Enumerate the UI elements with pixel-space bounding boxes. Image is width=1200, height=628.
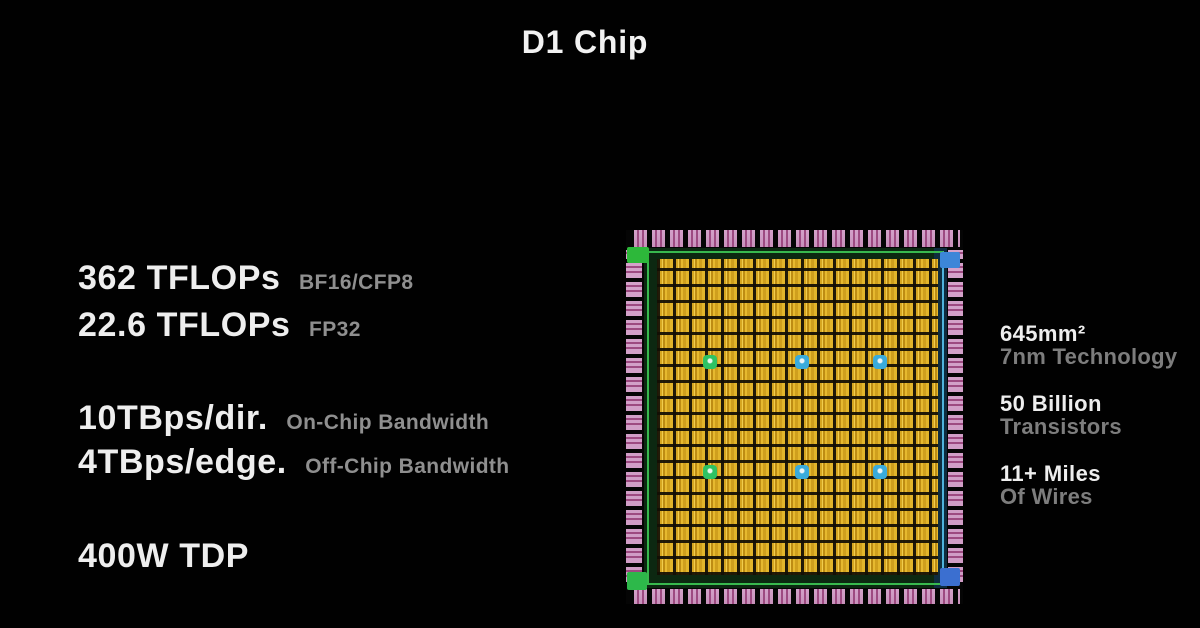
spec-value: 4TBps/edge.	[78, 443, 287, 481]
die-core-marker	[795, 465, 809, 479]
spec-tdp: 400W TDP	[78, 539, 263, 573]
die-corner-top-left	[627, 247, 649, 263]
spec-label: Of Wires	[1000, 484, 1093, 509]
die-seal-ring-line	[647, 251, 944, 585]
die-core-grid	[657, 259, 938, 575]
spec-onchip-bandwidth: 10TBps/dir. On-Chip Bandwidth	[78, 401, 489, 435]
spec-fp32-tflops: 22.6 TFLOPs FP32	[78, 308, 361, 342]
spec-value: 50 Billion	[1000, 391, 1102, 416]
spec-label: FP32	[309, 318, 361, 341]
spec-value: 11+ Miles	[1000, 461, 1101, 486]
d1-chip-die-image	[626, 230, 963, 604]
spec-value: 10TBps/dir.	[78, 399, 268, 437]
die-io-pads-bottom	[629, 589, 960, 604]
spec-bf16-tflops: 362 TFLOPs BF16/CFP8	[78, 261, 413, 295]
spec-wires: 11+ Miles Of Wires	[1000, 462, 1101, 508]
die-io-pads-left	[626, 250, 642, 586]
spec-offchip-bandwidth: 4TBps/edge. Off-Chip Bandwidth	[78, 445, 510, 479]
spec-label: BF16/CFP8	[298, 271, 414, 294]
die-io-pads-right	[948, 250, 963, 586]
spec-label: On-Chip Bandwidth	[286, 411, 490, 434]
die-core-marker	[795, 355, 809, 369]
spec-value: 645mm²	[1000, 321, 1086, 346]
spec-die-area: 645mm² 7nm Technology	[1000, 322, 1177, 368]
spec-transistors: 50 Billion Transistors	[1000, 392, 1122, 438]
spec-value: 362 TFLOPs	[78, 259, 281, 297]
die-core-marker	[703, 355, 717, 369]
die-corner-top-right	[940, 252, 960, 268]
die-corner-bottom-right	[940, 568, 960, 586]
spec-value: 400W TDP	[78, 537, 250, 575]
page-title: D1 Chip	[521, 24, 649, 60]
die-corner-bottom-left	[627, 572, 647, 590]
die-core-marker	[873, 465, 887, 479]
spec-value: 22.6 TFLOPs	[78, 306, 291, 344]
spec-label: Transistors	[1000, 414, 1122, 439]
die-core-marker	[873, 355, 887, 369]
die-core-marker	[703, 465, 717, 479]
spec-label: Off-Chip Bandwidth	[305, 455, 510, 478]
die-io-pads-top	[629, 230, 960, 247]
spec-label: 7nm Technology	[1000, 344, 1178, 369]
